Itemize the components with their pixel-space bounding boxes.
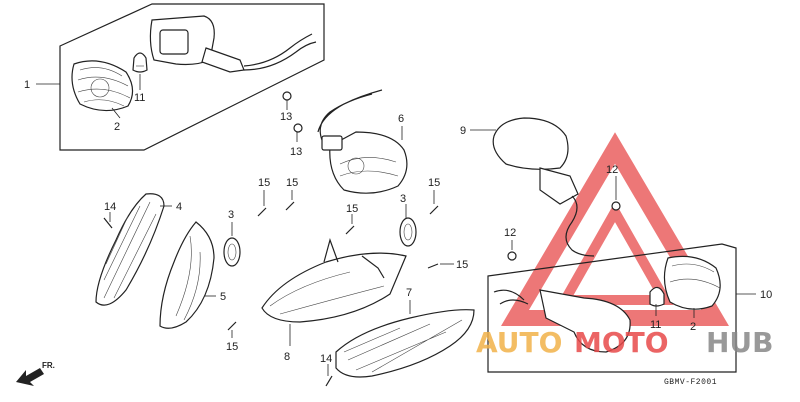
screws-13: 13 13 bbox=[280, 91, 303, 158]
arrow-left-icon bbox=[16, 368, 44, 386]
front-direction-arrow: FR. bbox=[16, 361, 55, 386]
part-rear-winker-9 bbox=[492, 117, 569, 170]
rear-winker-9: 9 12 12 bbox=[460, 117, 621, 261]
part-screw-13b bbox=[293, 123, 303, 133]
part-grommet-3b bbox=[399, 217, 417, 247]
callout-14a: 14 bbox=[104, 201, 116, 213]
direction-label: FR. bbox=[42, 361, 55, 370]
callout-13a: 13 bbox=[280, 111, 292, 123]
watermark-word-hub: HUB bbox=[706, 326, 774, 359]
part-cover-4 bbox=[95, 193, 165, 306]
part-screw-13a bbox=[282, 91, 292, 101]
rear-winker-group-10: 11 2 10 bbox=[487, 243, 772, 373]
callout-15a: 15 bbox=[226, 341, 238, 353]
callout-12a: 12 bbox=[606, 164, 618, 176]
part-bracket-8 bbox=[261, 252, 407, 323]
callout-9: 9 bbox=[460, 125, 466, 137]
group-box-rear bbox=[487, 243, 737, 373]
callout-15b: 15 bbox=[258, 177, 270, 189]
callout-13b: 13 bbox=[290, 146, 302, 158]
part-rear-housing-6 bbox=[329, 131, 408, 194]
part-screw-12b bbox=[507, 251, 517, 261]
part-screw-12a bbox=[611, 201, 621, 211]
part-lens-2b bbox=[663, 255, 721, 310]
wire-front bbox=[243, 33, 317, 71]
watermark-words: AUTO MOTO HUB bbox=[476, 326, 774, 359]
callout-4: 4 bbox=[176, 201, 182, 213]
part-bulb-11 bbox=[132, 52, 148, 73]
rear-housing-6: 6 bbox=[317, 89, 408, 194]
callout-8: 8 bbox=[284, 351, 290, 363]
watermark-word-auto: AUTO bbox=[476, 326, 562, 359]
callout-12b: 12 bbox=[504, 227, 516, 239]
callout-6: 6 bbox=[398, 113, 404, 125]
group-box-front bbox=[59, 3, 325, 151]
callout-15d: 15 bbox=[346, 203, 358, 215]
callout-15e: 15 bbox=[428, 177, 440, 189]
cover-7: 7 14 bbox=[320, 287, 475, 387]
callout-11b: 11 bbox=[650, 319, 661, 331]
callout-15f: 15 bbox=[456, 259, 468, 271]
callout-2a: 2 bbox=[114, 121, 120, 133]
callout-5: 5 bbox=[220, 291, 226, 303]
callout-3a: 3 bbox=[228, 209, 234, 221]
part-rear-housing-10 bbox=[539, 289, 631, 353]
watermark-word-moto: MOTO bbox=[574, 326, 669, 359]
part-cover-7 bbox=[335, 309, 475, 378]
callout-11a: 11 bbox=[134, 92, 145, 104]
callout-14b: 14 bbox=[320, 353, 332, 365]
callout-7: 7 bbox=[406, 287, 412, 299]
grommet-3b: 3 bbox=[399, 193, 417, 247]
part-grommet-3a bbox=[223, 237, 241, 267]
part-bulb-11b bbox=[649, 286, 665, 307]
watermark-triangle-inner bbox=[556, 201, 674, 305]
front-winker-group: 1 11 2 bbox=[24, 3, 325, 151]
bracket-8: 8 bbox=[261, 238, 407, 363]
callout-1: 1 bbox=[24, 79, 30, 91]
callout-3b: 3 bbox=[400, 193, 406, 205]
screws-15: 15 15 15 15 15 bbox=[257, 177, 468, 271]
callout-15c: 15 bbox=[286, 177, 298, 189]
callout-2b: 2 bbox=[690, 321, 696, 333]
part-cover-5 bbox=[159, 221, 215, 329]
left-covers: 4 14 5 3 15 bbox=[95, 193, 241, 353]
callout-10: 10 bbox=[760, 289, 772, 301]
diagram-code: GBMV-F2001 bbox=[664, 378, 717, 387]
